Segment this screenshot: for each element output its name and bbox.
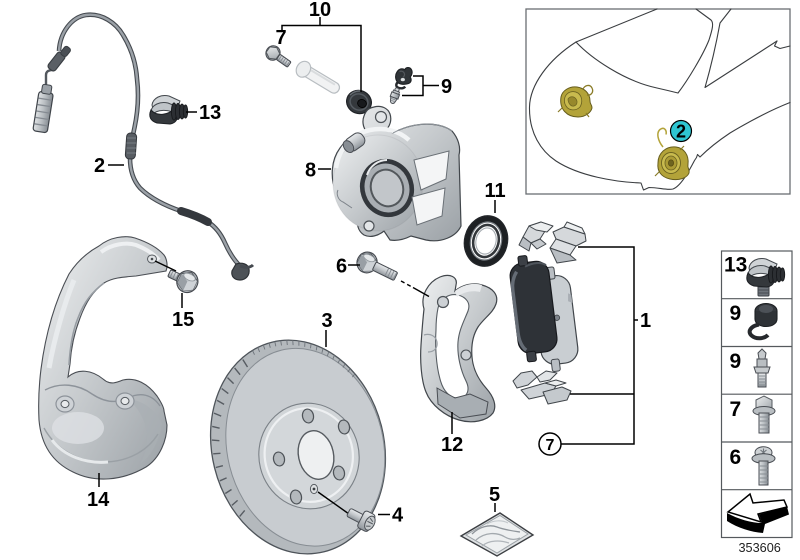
svg-text:7: 7 — [546, 437, 555, 454]
svg-text:9: 9 — [730, 302, 742, 325]
svg-text:9: 9 — [730, 350, 742, 373]
svg-text:4: 4 — [392, 505, 404, 527]
svg-text:3: 3 — [322, 310, 333, 332]
svg-text:15: 15 — [172, 309, 194, 331]
svg-text:7: 7 — [730, 398, 742, 421]
svg-text:6: 6 — [730, 446, 742, 469]
svg-text:7: 7 — [275, 27, 286, 49]
svg-text:12: 12 — [441, 434, 463, 456]
svg-text:5: 5 — [489, 484, 500, 506]
svg-text:2: 2 — [94, 155, 105, 177]
svg-text:13: 13 — [724, 254, 747, 277]
svg-text:11: 11 — [485, 180, 506, 202]
svg-text:14: 14 — [87, 489, 110, 511]
svg-text:353606: 353606 — [739, 541, 781, 555]
svg-text:10: 10 — [309, 0, 331, 21]
svg-text:8: 8 — [305, 160, 316, 182]
svg-text:1: 1 — [640, 310, 651, 332]
svg-text:13: 13 — [199, 102, 221, 124]
svg-text:9: 9 — [441, 76, 452, 98]
svg-text:6: 6 — [336, 256, 347, 278]
svg-text:2: 2 — [676, 122, 686, 142]
